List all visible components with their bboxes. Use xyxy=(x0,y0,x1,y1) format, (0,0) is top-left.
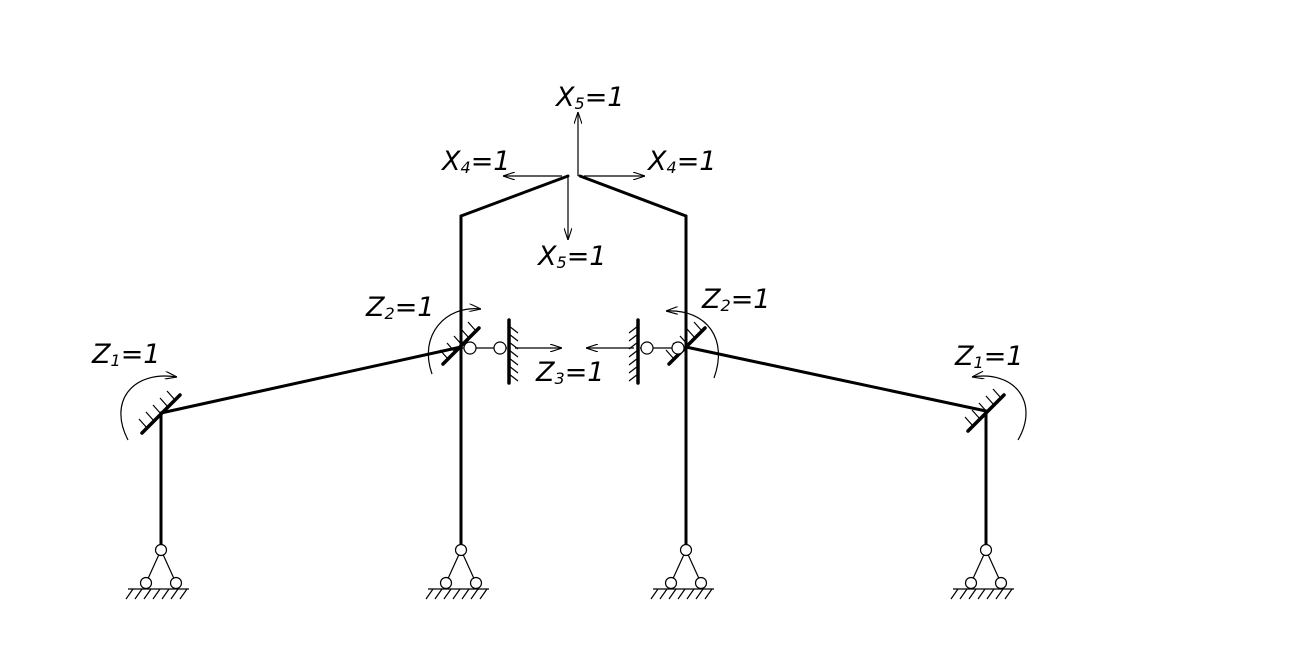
support-3 xyxy=(650,543,714,600)
label-x5-top: X5=1 xyxy=(554,82,625,113)
label-z2-right: Z2=1 xyxy=(701,284,771,315)
label-x5-bottom: X5=1 xyxy=(536,241,607,272)
support-4 xyxy=(950,543,1014,600)
clamp-z2-left xyxy=(439,321,481,366)
label-x4-right: X4=1 xyxy=(646,146,717,177)
clamp-z1-left xyxy=(138,390,182,435)
z2-right-rotation-arrow xyxy=(666,311,719,379)
clamp-z1-right xyxy=(964,388,1006,433)
label-z2-left: Z2=1 xyxy=(365,292,435,323)
left-rafter xyxy=(459,174,570,218)
link-left xyxy=(461,318,519,385)
right-rafter xyxy=(578,174,688,218)
frame-members xyxy=(159,174,988,552)
support-2 xyxy=(425,543,489,600)
z1-left-rotation-arrow xyxy=(120,376,177,441)
supports xyxy=(125,543,1014,600)
left-beam xyxy=(159,345,463,415)
translation-constraints xyxy=(461,318,686,385)
label-z1-right: Z1=1 xyxy=(954,341,1024,372)
right-beam xyxy=(684,345,988,413)
unit-arrows xyxy=(120,112,1027,441)
support-1 xyxy=(125,543,189,600)
label-z3: Z3=1 xyxy=(535,357,605,388)
label-z1-left: Z1=1 xyxy=(91,339,161,370)
z1-right-rotation-arrow xyxy=(972,376,1027,441)
rotation-clamps xyxy=(138,321,1006,435)
label-x4-left: X4=1 xyxy=(440,146,511,177)
labels: X5=1 X4=1 X4=1 X5=1 Z2=1 Z2=1 Z3=1 Z1=1 … xyxy=(91,82,1024,388)
z2-left-rotation-arrow xyxy=(427,309,481,375)
link-right xyxy=(628,318,686,385)
